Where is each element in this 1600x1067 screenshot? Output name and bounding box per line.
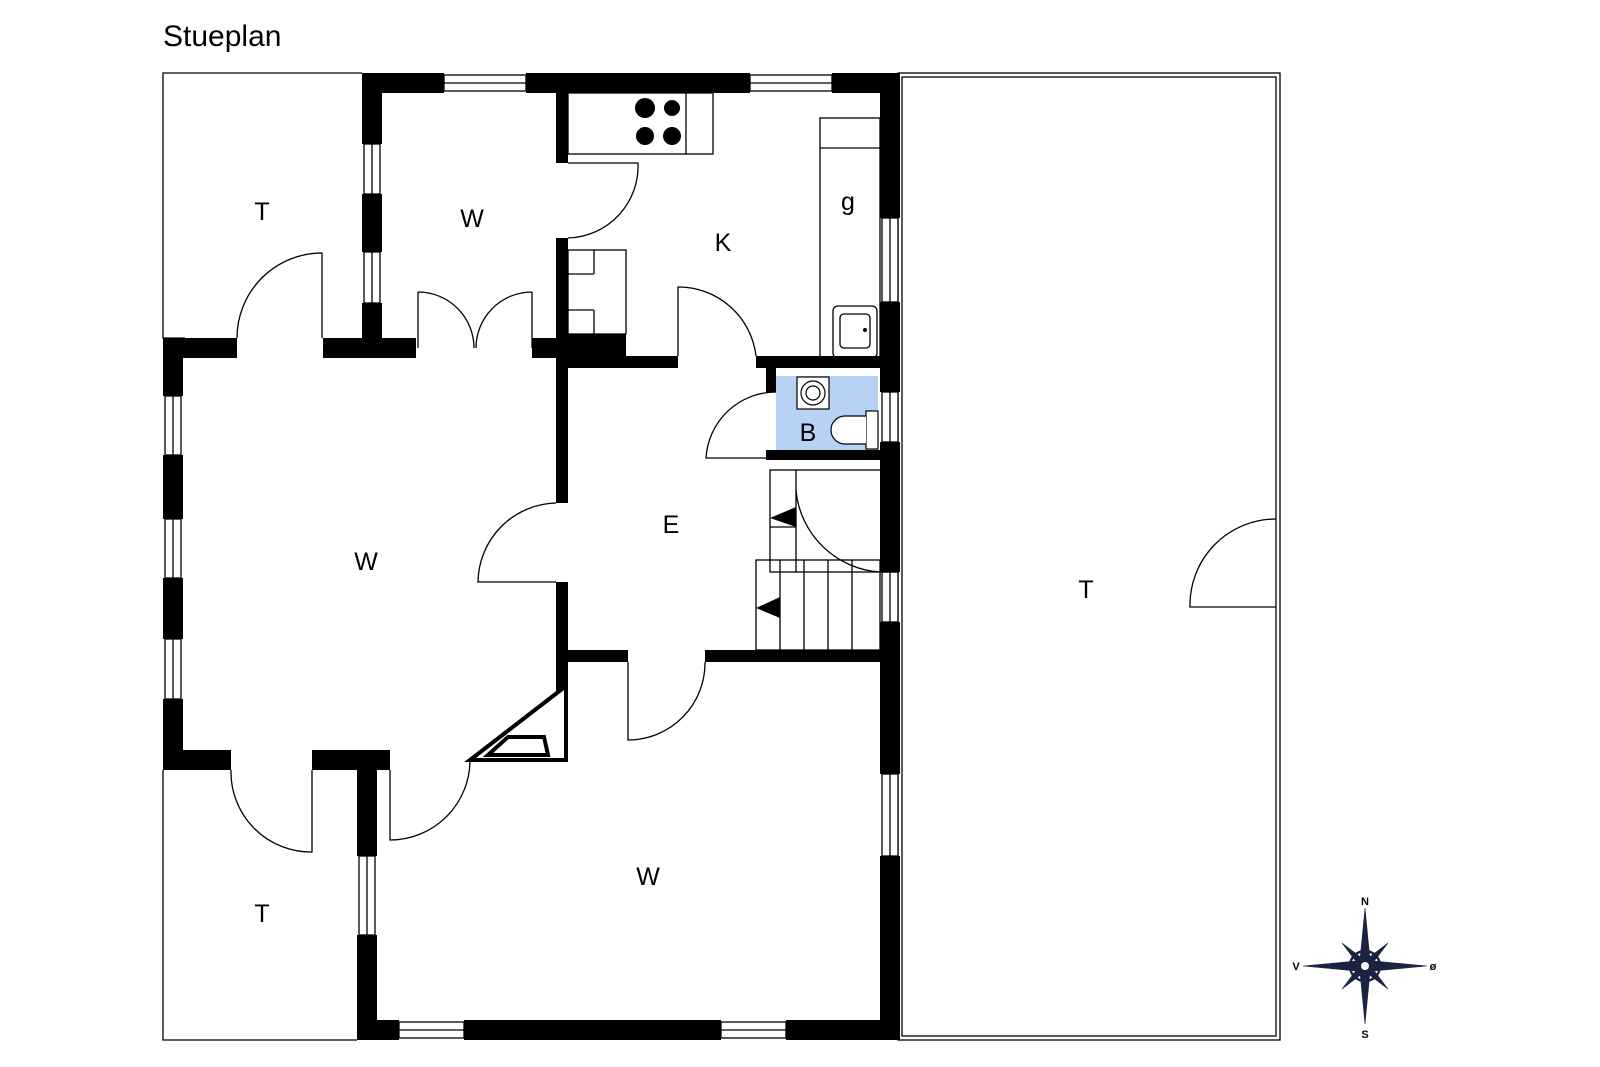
room-label-terrace-east: T [1078,576,1093,604]
room-label-living-west: W [354,548,378,576]
compass-north-label: N [1361,896,1369,908]
stair-arrows [756,507,796,618]
room-label-bathroom: B [800,419,817,447]
walls [163,73,900,1040]
windows [164,74,899,1039]
fireplace [464,681,568,762]
compass-rose-icon: N S V ø [1292,896,1436,1041]
bathroom-fixtures [796,376,879,450]
kitchen-fixtures [567,92,881,367]
sink-drain-icon [863,328,867,332]
doors [230,162,1277,853]
compass-south-label: S [1361,1029,1368,1041]
compass-east-label: ø [1430,961,1437,973]
staircase [755,469,899,651]
room-label-terrace-nw: T [254,198,269,226]
room-label-room-north: W [460,205,484,233]
room-label-entrance: E [663,511,680,539]
terrace-outlines [162,72,1281,1041]
page-title: Stueplan [163,20,282,53]
room-label-terrace-sw: T [254,900,269,928]
compass-west-label: V [1292,961,1300,973]
room-label-kitchen: K [715,229,732,257]
room-label-living-south: W [636,863,660,891]
kitchen-counter-label: g [841,188,855,216]
stove-icon [635,98,681,145]
